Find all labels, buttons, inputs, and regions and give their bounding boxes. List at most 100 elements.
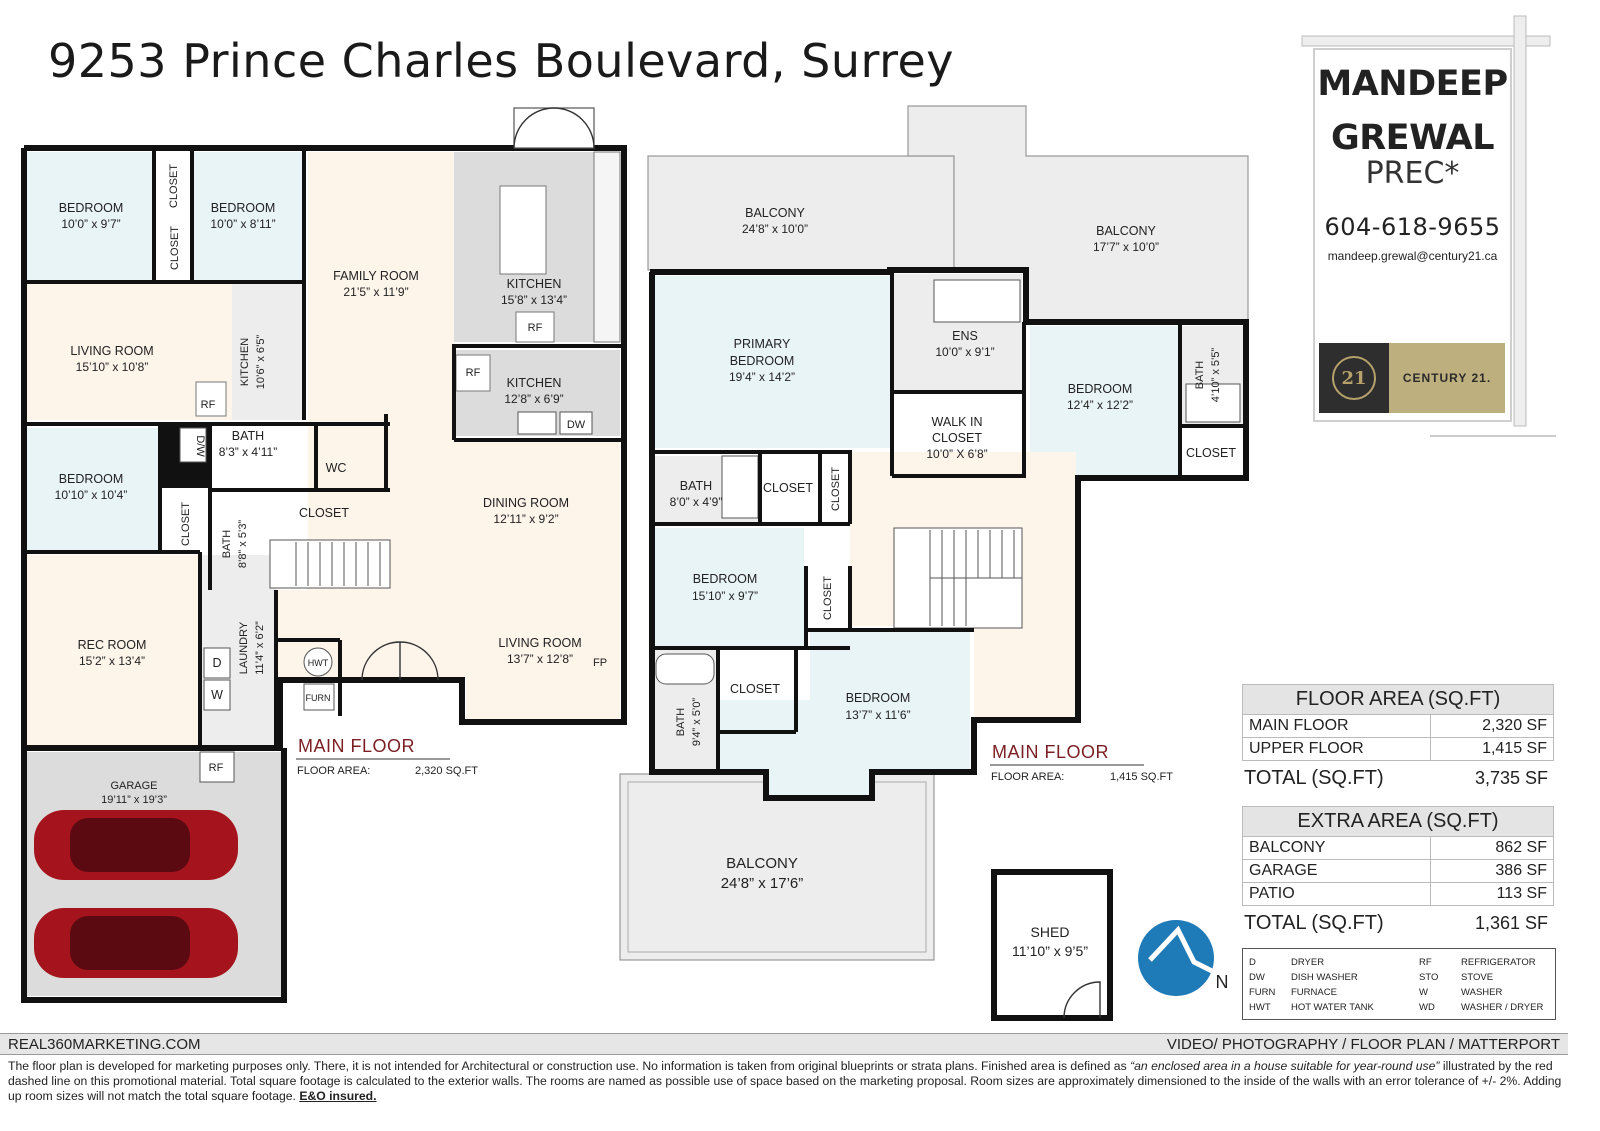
- main-floor-plan: BEDROOM 10’0” x 9’7” BEDROOM 10’0” x 8’1…: [21, 107, 627, 1003]
- century21-brand-text: CENTURY 21.: [1389, 343, 1505, 413]
- bath-4-dimensions: 8’0” x 4’9”: [670, 495, 723, 509]
- bedroom-2-area: [192, 152, 302, 280]
- closet-b-label: CLOSET: [169, 226, 181, 270]
- upper-floor-area-value: 1,415 SQ.FT: [1110, 771, 1173, 783]
- bedroom-2-label: BEDROOM: [211, 201, 276, 215]
- refrigerator-d-label: RF: [209, 762, 224, 774]
- wc-label: WC: [326, 461, 347, 475]
- bedroom-1-area: [26, 152, 154, 280]
- disclaimer-text: The floor plan is developed for marketin…: [8, 1059, 1562, 1103]
- upper-floor-area-label: FLOOR AREA:: [991, 771, 1064, 783]
- century21-logo: 21 CENTURY 21.: [1319, 343, 1505, 413]
- bedroom-6-area: [720, 630, 970, 796]
- ensuite-label: ENS: [952, 329, 978, 343]
- dishwasher-b-label: DW: [567, 419, 586, 431]
- closet-i-label: CLOSET: [730, 682, 780, 696]
- rec-room-label: REC ROOM: [78, 638, 147, 652]
- primary-bedroom-dimensions: 19’4” x 14’2”: [729, 370, 795, 384]
- bedroom-1-dimensions: 10’0” x 9’7”: [61, 217, 120, 231]
- bedroom-4-area: [1030, 326, 1180, 476]
- bath-2-dimensions: 8’8” x 5’3”: [237, 520, 249, 569]
- kitchen-2-dimensions: 12’8” x 6’9”: [504, 392, 563, 406]
- rec-room-area: [26, 555, 198, 745]
- laundry-label: LAUNDRY: [238, 621, 250, 674]
- bedroom-3-dimensions: 10’10” x 10’4”: [55, 488, 128, 502]
- fireplace-label: FP: [593, 657, 607, 669]
- agent-designation: PREC*: [1365, 156, 1460, 191]
- garage-cars: [34, 810, 238, 978]
- living-room-2-dimensions: 13’7” x 12’8”: [507, 652, 573, 666]
- floor-area-total: TOTAL (SQ.FT)3,735 SF: [1244, 766, 1548, 789]
- bedroom-5-label: BEDROOM: [693, 572, 758, 586]
- closet-e-label: CLOSET: [1186, 446, 1236, 460]
- kitchen-1-dimensions: 15’8” x 13’4”: [501, 293, 567, 307]
- kitchen-2-label: KITCHEN: [507, 376, 562, 390]
- bedroom-3-area: [26, 428, 160, 552]
- hot-water-tank-label: HWT: [308, 658, 329, 668]
- agent-phone[interactable]: 604-618-9655: [1324, 213, 1501, 241]
- dining-room-label: DINING ROOM: [483, 496, 569, 510]
- kitchen-1-label: KITCHEN: [507, 277, 562, 291]
- bedroom-6-dimensions: 13’7” x 11’6”: [845, 708, 910, 722]
- bath-4-label: BATH: [680, 479, 712, 493]
- closet-a-label: CLOSET: [168, 164, 180, 208]
- living-room-1-dimensions: 15’10” x 10’8”: [76, 360, 149, 374]
- refrigerator-a-label: RF: [201, 399, 216, 411]
- bath-3-label: BATH: [1194, 361, 1206, 390]
- walk-in-closet-label-1: WALK IN: [932, 415, 983, 429]
- primary-bedroom-label-2: BEDROOM: [730, 354, 795, 368]
- upper-floor-exterior-wall: [649, 267, 1249, 801]
- kitchen-side-label: KITCHEN: [239, 338, 251, 386]
- north-label: N: [1216, 972, 1229, 992]
- bedroom-2-dimensions: 10’0” x 8’11”: [210, 217, 275, 231]
- balcony-1-label: BALCONY: [745, 206, 805, 220]
- shed-label: SHED: [1031, 924, 1070, 940]
- upper-floor-heading: MAIN FLOOR: [992, 742, 1109, 762]
- furnace-label: FURN: [306, 693, 331, 703]
- agent-email[interactable]: mandeep.grewal@century21.ca: [1327, 249, 1498, 263]
- garage-dimensions: 19’11” x 19’3”: [101, 794, 167, 806]
- dining-room-dimensions: 12’11” x 9’2”: [493, 512, 558, 526]
- refrigerator-c-label: RF: [466, 367, 481, 379]
- closet-h-label: CLOSET: [822, 576, 834, 620]
- garage-label: GARAGE: [110, 780, 157, 792]
- bedroom-1-label: BEDROOM: [59, 201, 124, 215]
- century21-emblem-icon: 21: [1319, 343, 1389, 413]
- balcony-2-label: BALCONY: [1096, 224, 1156, 238]
- bath-1-dimensions: 8’3” x 4’11”: [219, 445, 277, 459]
- closet-c-label: CLOSET: [180, 502, 192, 546]
- agent-card: MANDEEP GREWAL PREC* 604-618-9655 mandee…: [1313, 48, 1512, 422]
- ensuite-dimensions: 10’0” x 9’1”: [935, 345, 994, 359]
- footer-website-link[interactable]: REAL360MARKETING.COM: [8, 1035, 201, 1053]
- bedroom-4-dimensions: 12’4” x 12’2”: [1067, 398, 1133, 412]
- primary-bedroom-label-1: PRIMARY: [734, 337, 791, 351]
- primary-bedroom-area: [654, 276, 890, 448]
- living-room-1-label: LIVING ROOM: [70, 344, 153, 358]
- laundry-dimensions: 11’4” x 6’2”: [254, 621, 266, 675]
- balcony-3-label: BALCONY: [726, 855, 798, 872]
- family-room-dimensions: 21’5” x 11’9”: [343, 285, 408, 299]
- agent-name-last: GREWAL: [1330, 118, 1495, 158]
- bedroom-5-area: [654, 528, 804, 646]
- footer-services: VIDEO/ PHOTOGRAPHY / FLOOR PLAN / MATTER…: [1166, 1035, 1560, 1053]
- main-floor-area-label: FLOOR AREA:: [297, 765, 370, 777]
- bath-1-label: BATH: [232, 429, 264, 443]
- balcony-3-dimensions: 24’8” x 17’6”: [721, 875, 804, 892]
- upper-floor-plan: N BALCONY 24’8” x 10’0” BALCONY 17’7” x …: [619, 105, 1249, 1021]
- closet-f-label: CLOSET: [763, 481, 813, 495]
- agent-name-first: MANDEEP: [1317, 64, 1508, 104]
- sign-post: [1301, 15, 1556, 437]
- main-floor-heading: MAIN FLOOR: [298, 736, 415, 756]
- balcony-1-dimensions: 24’8” x 10’0”: [742, 222, 808, 236]
- living-room-2-label: LIVING ROOM: [498, 636, 581, 650]
- bath-5-dimensions: 9’4” x 5’0”: [691, 698, 703, 747]
- extra-area-total: TOTAL (SQ.FT)1,361 SF: [1244, 911, 1548, 934]
- closet-d-label: CLOSET: [299, 506, 349, 520]
